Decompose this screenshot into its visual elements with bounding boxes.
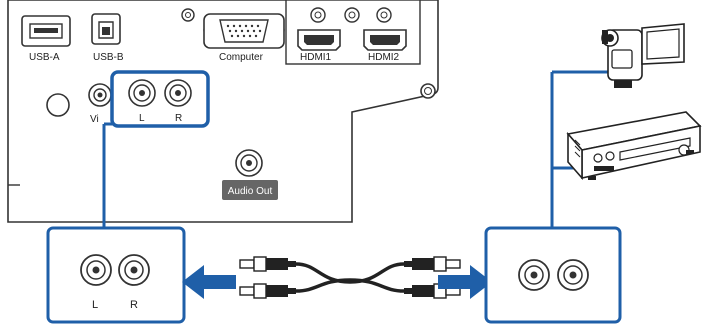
audio-in-left-label: L	[139, 113, 145, 124]
arrow-right-icon	[438, 265, 492, 299]
audio-in-right-jack	[164, 79, 192, 107]
hdmi2-label: HDMI2	[368, 52, 400, 63]
zoom-box-projector-audio-in	[46, 226, 186, 324]
zoom-left-l-label: L	[92, 299, 98, 311]
audio-in-right-label: R	[175, 113, 182, 124]
video-rca-port	[88, 83, 112, 107]
audio-in-highlight	[110, 70, 210, 128]
rca-cable	[239, 256, 461, 299]
zoom-box-device-audio-out	[484, 226, 622, 324]
hdmi1-port	[297, 29, 341, 51]
rca-plug-right-top	[404, 256, 461, 272]
audio-out-jack	[222, 149, 278, 200]
rca-plug-left-top	[239, 256, 296, 272]
usb-b-label: USB-B	[93, 52, 124, 63]
usb-a-label: USB-A	[29, 52, 60, 63]
arrow-left-icon	[182, 265, 236, 299]
camcorder-icon	[601, 23, 685, 88]
rca-plug-left-bottom	[239, 283, 296, 299]
zoom-left-jack-r	[118, 254, 150, 286]
usb-b-port	[91, 13, 121, 45]
computer-vga-port	[203, 13, 285, 49]
panel-knob-icon	[46, 93, 70, 117]
video-label-partial: Vi	[90, 114, 99, 125]
zoom-left-jack-l	[80, 254, 112, 286]
hdmi2-port	[363, 29, 407, 51]
computer-label: Computer	[219, 52, 264, 63]
vcr-player-icon	[566, 111, 702, 181]
audio-out-label: Audio Out	[228, 186, 273, 197]
hdmi1-label: HDMI1	[300, 52, 332, 63]
usb-a-port	[21, 15, 71, 47]
zoom-right-jack-2	[557, 259, 589, 291]
zoom-left-r-label: R	[130, 299, 138, 311]
zoom-right-jack-1	[518, 259, 550, 291]
audio-in-left-jack	[128, 79, 156, 107]
